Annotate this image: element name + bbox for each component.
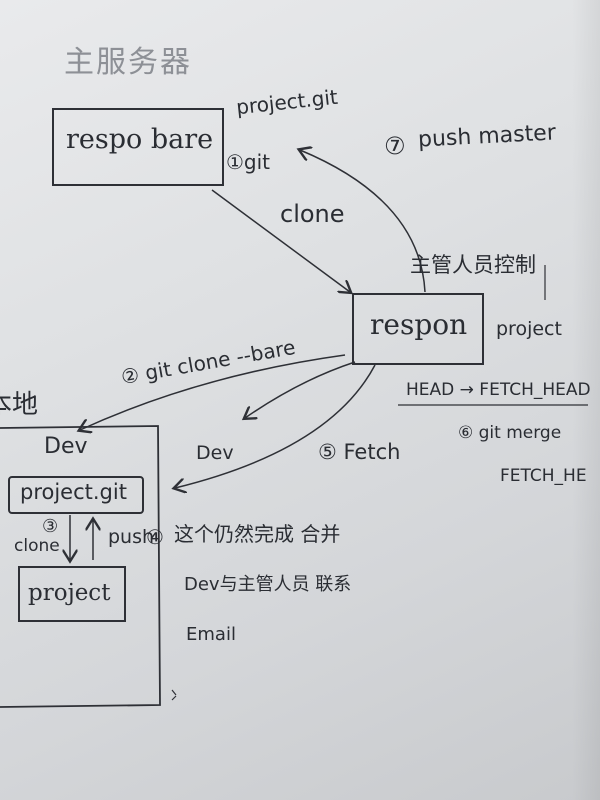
- fetch-label: ⑤ Fetch: [318, 440, 401, 464]
- local-project-label: project: [28, 580, 111, 606]
- server-box: [52, 108, 224, 186]
- manager-box-label: respon: [370, 308, 468, 341]
- manager-control-note: 主管人员控制: [410, 253, 536, 277]
- local-step3: ③: [42, 516, 59, 537]
- manager-box: [352, 293, 484, 365]
- local-clone-label: clone: [14, 536, 60, 556]
- local-repo-box: [8, 476, 144, 514]
- server-box-label: respo bare: [66, 124, 214, 155]
- server-clone-label: clone: [280, 200, 345, 228]
- bottom-ticks: [171, 689, 177, 701]
- local-project-box: [18, 566, 126, 622]
- local-dev-label: Dev: [44, 434, 88, 459]
- clone-arrow: [211, 189, 350, 292]
- push-master-arrow: [300, 150, 426, 293]
- page-edge-shadow: [572, 0, 600, 800]
- dev-arrow: [245, 361, 356, 418]
- bare-clone-arrow: [80, 354, 346, 430]
- local-step4: ④: [146, 525, 164, 549]
- manager-side-label: project: [496, 318, 562, 340]
- note-line1: 这个仍然完成 合并: [174, 522, 341, 546]
- local-push-label: push: [108, 526, 155, 548]
- local-title: 本地: [0, 390, 39, 420]
- server-step1: ①git: [226, 150, 271, 174]
- local-group-frame: [0, 425, 161, 708]
- merge-target-label: FETCH_HE: [500, 466, 587, 486]
- git-merge-label: ⑥ git merge: [458, 423, 562, 443]
- fetch-dev-label: Dev: [196, 442, 234, 464]
- push-step: ⑦: [384, 132, 406, 160]
- note-line2: Dev与主管人员 联系: [184, 574, 352, 595]
- note-line3: Email: [186, 624, 236, 645]
- local-repo-label: project.git: [20, 480, 127, 504]
- head-fetch-label: HEAD → FETCH_HEAD: [406, 380, 591, 400]
- fetch-arrow: [175, 364, 376, 488]
- server-title: 主服务器: [64, 45, 192, 80]
